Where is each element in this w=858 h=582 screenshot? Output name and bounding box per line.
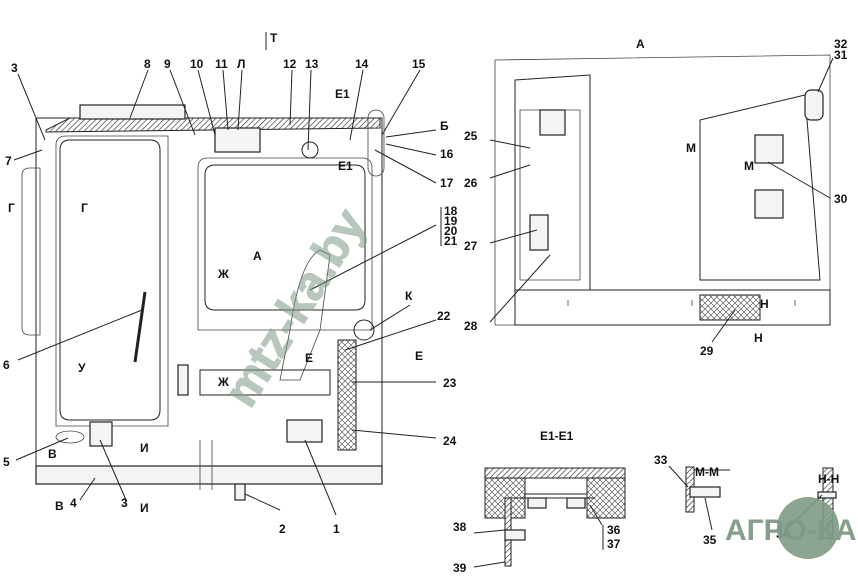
label-9: 9 <box>164 57 171 71</box>
label-19: 19 <box>444 214 458 228</box>
label-29: 29 <box>700 344 714 358</box>
section-n-marker-bottom: Н <box>754 331 763 345</box>
section-zh-marker-top: Ж <box>217 267 229 281</box>
label-13: 13 <box>305 57 319 71</box>
section-h-h-title: Н-Н <box>818 472 839 486</box>
label-20: 20 <box>444 224 458 238</box>
label-23: 23 <box>443 376 457 390</box>
view-t-label: Т <box>270 31 278 45</box>
section-m-m-title: М-М <box>695 465 719 479</box>
leader-lines <box>13 32 834 568</box>
label-39: 39 <box>453 561 467 575</box>
agroka-logo: АГРО-КА <box>725 497 857 559</box>
label-15: 15 <box>412 57 426 71</box>
label-1: 1 <box>333 522 340 536</box>
label-27: 27 <box>464 239 478 253</box>
label-4: 4 <box>70 496 77 510</box>
label-31: 31 <box>834 48 848 62</box>
section-g-marker-left: Г <box>8 201 15 215</box>
label-37: 37 <box>607 537 621 551</box>
section-m-marker-left: М <box>686 141 696 155</box>
label-25: 25 <box>464 129 478 143</box>
label-32: 32 <box>834 37 848 51</box>
view-a-marker: А <box>253 249 262 263</box>
section-e-marker-right: Е <box>415 349 423 363</box>
view-u-label: У <box>78 361 86 375</box>
section-g-marker-right: Г <box>81 201 88 215</box>
label-l: Л <box>237 57 245 71</box>
view-a <box>494 54 831 326</box>
label-14: 14 <box>355 57 369 71</box>
label-21: 21 <box>444 234 458 248</box>
callout-labels: 3 8 9 10 11 Л 12 13 14 15 Т Е1 Е1 Б 16 1… <box>3 31 848 575</box>
label-38: 38 <box>453 520 467 534</box>
section-e-marker-left: Е <box>305 351 313 365</box>
label-22: 22 <box>437 309 451 323</box>
section-i-marker-top: И <box>140 441 149 455</box>
view-k-label: К <box>405 289 413 303</box>
label-33: 33 <box>654 453 668 467</box>
label-30: 30 <box>834 192 848 206</box>
label-7: 7 <box>5 154 12 168</box>
label-6: 6 <box>3 358 10 372</box>
section-e1-e1 <box>484 467 626 567</box>
label-12: 12 <box>283 57 297 71</box>
label-35: 35 <box>703 533 717 547</box>
section-e1-e1-title: Е1-Е1 <box>540 429 574 443</box>
label-3-bottom: 3 <box>121 496 128 510</box>
label-3: 3 <box>11 61 18 75</box>
section-v-marker-top: В <box>48 447 57 461</box>
view-a-title: А <box>636 37 645 51</box>
section-zh-marker-bottom: Ж <box>217 375 229 389</box>
label-11: 11 <box>215 57 228 71</box>
view-b-label: Б <box>440 119 449 133</box>
section-e1-marker-bottom: Е1 <box>338 159 353 173</box>
label-5: 5 <box>3 455 10 469</box>
section-m-m <box>685 466 730 513</box>
section-n-marker-top: Н <box>760 297 769 311</box>
label-10: 10 <box>190 57 204 71</box>
label-36: 36 <box>607 523 621 537</box>
label-28: 28 <box>464 319 478 333</box>
section-i-marker-bottom: И <box>140 501 149 515</box>
logo-text: АГРО-КА <box>725 514 857 547</box>
label-8: 8 <box>144 57 151 71</box>
label-24: 24 <box>443 434 457 448</box>
section-m-marker-right: М <box>744 159 754 173</box>
label-26: 26 <box>464 176 478 190</box>
label-16: 16 <box>440 147 454 161</box>
section-e1-marker-top: Е1 <box>335 87 350 101</box>
label-17: 17 <box>440 176 454 190</box>
cab-front-view <box>21 104 385 501</box>
section-v-marker-bottom: В <box>55 499 64 513</box>
label-18: 18 <box>444 204 458 218</box>
label-2: 2 <box>279 522 286 536</box>
